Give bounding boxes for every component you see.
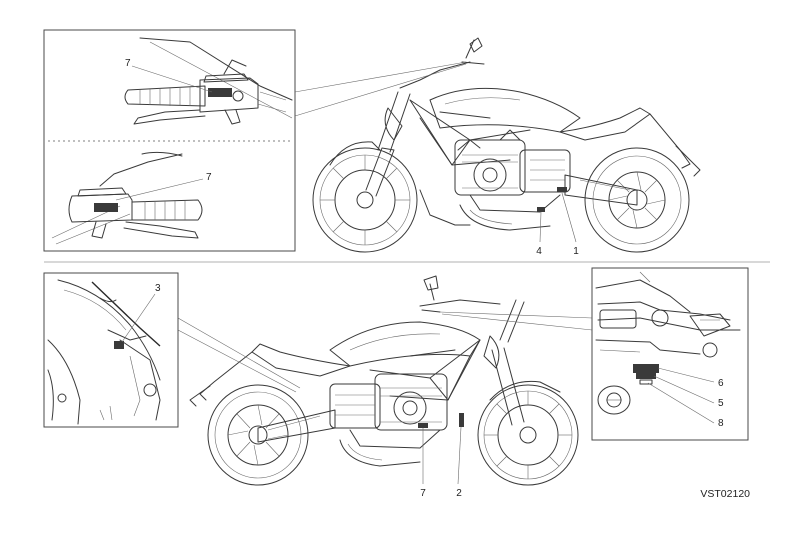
rear-frame-drawing [47, 279, 161, 425]
top-motorcycle [312, 37, 701, 253]
label-6-marker [633, 364, 659, 373]
lower-reservoir-drawing [51, 151, 203, 245]
bottom-left-inset [43, 272, 179, 428]
figure-code: VST02120 [700, 488, 750, 500]
leader-line-6 [657, 367, 715, 383]
leader-line-3 [121, 293, 156, 343]
label-7-marker [418, 423, 428, 428]
callout-6: 6 [718, 378, 724, 389]
label-2-marker [459, 413, 464, 427]
leader-line-4 [539, 211, 542, 243]
label-3-marker [114, 341, 124, 349]
top-left-inset [43, 29, 296, 252]
leader-line-5 [653, 375, 715, 404]
upper-reservoir-drawing [124, 37, 293, 125]
label-5-marker [636, 373, 656, 379]
upper-reservoir-label [208, 88, 232, 97]
callout-lower-7: 7 [206, 172, 212, 183]
callout-2: 2 [456, 488, 462, 499]
top-inset-connector [294, 61, 467, 117]
callout-3: 3 [155, 283, 161, 294]
dashboard-drawing [595, 271, 741, 415]
label-4-marker [537, 207, 545, 212]
leader-line-upper-7 [131, 65, 213, 93]
lower-reservoir-label [94, 203, 118, 212]
label-1-marker [557, 187, 567, 192]
callout-8: 8 [718, 418, 724, 429]
callout-5: 5 [718, 398, 724, 409]
bottom-right-inset [591, 267, 749, 441]
leader-line-1 [561, 192, 577, 243]
bottom-motorcycle [189, 275, 579, 486]
leader-line-8 [647, 382, 715, 424]
callout-4: 4 [536, 246, 542, 257]
leader-line-2 [457, 426, 462, 485]
callout-upper-7: 7 [125, 58, 131, 69]
bottom-right-connector [439, 311, 593, 331]
leader-line-lower-7 [115, 178, 204, 201]
callout-bottom-7: 7 [420, 488, 426, 499]
bottom-left-connector [177, 317, 301, 393]
callout-1: 1 [573, 246, 579, 257]
